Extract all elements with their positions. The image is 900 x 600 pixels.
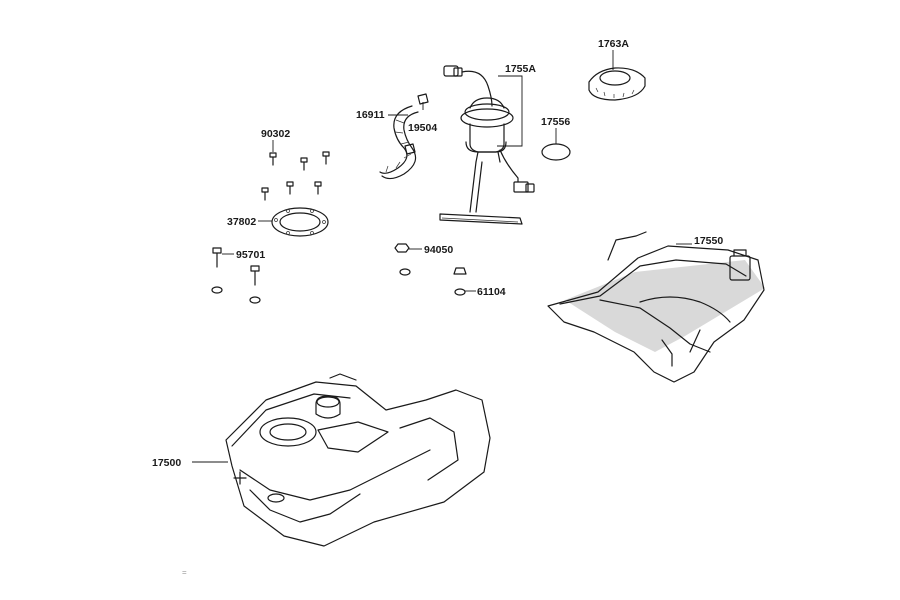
part-label-17550: 17550 — [694, 235, 723, 247]
part-label-61104: 61104 — [477, 286, 506, 298]
nut-set-drawing-2 — [453, 267, 467, 296]
part-label-16911: 16911 — [356, 109, 385, 121]
fuel-hose-drawing — [379, 105, 419, 180]
part-label-1755A: 1755A — [505, 63, 536, 75]
part-label-1763A: 1763A — [598, 38, 629, 50]
part-label-19504: 19504 — [408, 122, 437, 134]
fuel-cap-drawing — [588, 67, 646, 101]
bolt-set-drawing — [211, 247, 261, 304]
nut-set-drawing — [394, 243, 411, 276]
fuel-pump-drawing — [439, 65, 535, 225]
part-label-95701: 95701 — [236, 249, 265, 261]
fuel-tank-drawing — [225, 373, 491, 547]
part-label-37802: 37802 — [227, 216, 256, 228]
tank-gasket-drawing — [271, 207, 329, 237]
pump-gasket-drawing — [541, 143, 571, 161]
screw-set-drawing — [261, 151, 330, 201]
part-label-94050: 94050 — [424, 244, 453, 256]
tank-cover-drawing — [547, 231, 765, 383]
part-label-17500: 17500 — [152, 457, 181, 469]
part-label-17556: 17556 — [541, 116, 570, 128]
part-label-90302: 90302 — [261, 128, 290, 140]
footer-mark: = — [182, 568, 187, 577]
hose-clamp-drawing — [404, 93, 429, 155]
